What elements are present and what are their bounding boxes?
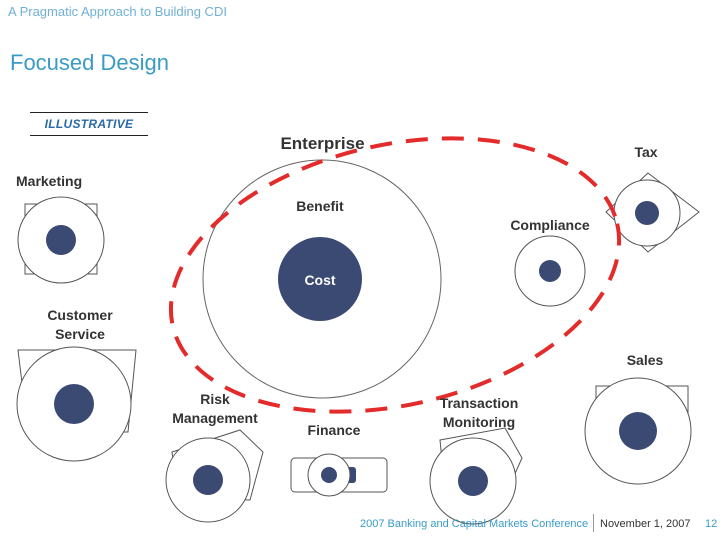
cost-dot (278, 237, 362, 321)
header-title: A Pragmatic Approach to Building CDI (8, 4, 227, 19)
customer-service-label-line: Customer (47, 307, 113, 323)
customer-service-label: Customer Service (20, 306, 140, 344)
transaction-monitoring-dot (458, 466, 488, 496)
footer-divider (593, 514, 594, 532)
sales-dot (619, 412, 657, 450)
compliance-label: Compliance (510, 217, 590, 233)
transaction-monitoring-label-line: Monitoring (442, 414, 516, 430)
risk-management-label-line: Management (172, 410, 258, 426)
marketing-label: Marketing (16, 173, 83, 189)
customer-service-label-line: Service (55, 326, 105, 342)
illustrative-tag: ILLUSTRATIVE (30, 112, 148, 136)
footer-page-number: 12 (705, 518, 718, 530)
transaction-monitoring-label-line: Transaction (439, 395, 519, 411)
tax-label: Tax (634, 144, 658, 160)
footer-date: November 1, 2007 (600, 518, 691, 530)
compliance-dot (539, 260, 561, 282)
risk-management-dot (193, 465, 223, 495)
finance-dot (321, 467, 337, 483)
tax-dot (635, 201, 659, 225)
customer-service-dot (54, 384, 94, 424)
risk-management-label-line: Risk (200, 391, 230, 407)
scope-dashed-ellipse (168, 136, 622, 414)
cost-label: Cost (304, 272, 336, 288)
benefit-label: Benefit (296, 198, 344, 214)
footer-conference: 2007 Banking and Capital Markets Confere… (360, 518, 589, 530)
marketing-dot (46, 225, 76, 255)
risk-management-label: Risk Management (156, 390, 274, 428)
enterprise-label: Enterprise (280, 134, 365, 153)
finance-label: Finance (307, 422, 361, 438)
sales-label: Sales (626, 352, 664, 368)
page-title: Focused Design (10, 50, 169, 75)
transaction-monitoring-label: Transaction Monitoring (418, 394, 540, 432)
